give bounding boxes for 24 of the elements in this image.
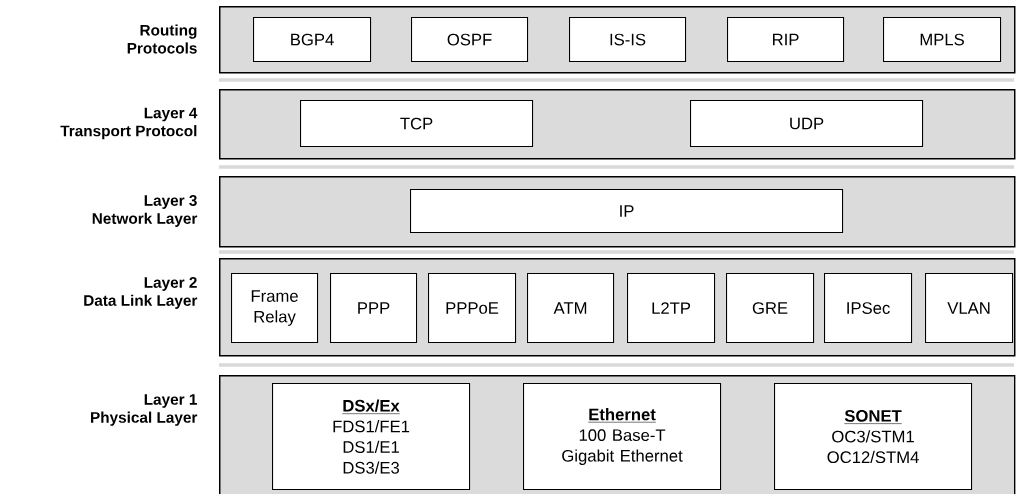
protocol-box: PPP bbox=[330, 273, 418, 344]
protocol-box: MPLS bbox=[883, 17, 1002, 63]
protocol-box: L2TP bbox=[627, 273, 716, 344]
protocol-box: DSx/Ex FDS1/FE1 DS1/E1 DS3/E3 bbox=[272, 383, 471, 491]
protocol-box: VLAN bbox=[925, 273, 1014, 344]
protocol-box: Frame Relay bbox=[231, 273, 319, 344]
layer-label: Routing Protocols bbox=[127, 24, 197, 54]
protocol-box: SONET OC3/STM1 OC12/STM4 bbox=[774, 383, 973, 491]
layer-label: Layer 1 Physical Layer bbox=[91, 394, 198, 426]
protocol-box: RIP bbox=[727, 17, 845, 63]
protocol-box: Ethernet 100 Base-T Gigabit Ethernet bbox=[523, 383, 722, 491]
layer-label: Layer 3 Network Layer bbox=[92, 195, 198, 227]
protocol-box: PPPoE bbox=[428, 273, 517, 344]
protocol-box: UDP bbox=[690, 100, 924, 148]
layer-label: Layer 4 Transport Protocol bbox=[60, 107, 198, 140]
protocol-box: OSPF bbox=[411, 17, 529, 63]
protocol-box: IP bbox=[410, 189, 844, 234]
protocol-box: IPSec bbox=[824, 273, 913, 344]
protocol-box: IS-IS bbox=[569, 17, 687, 63]
protocol-box: GRE bbox=[726, 273, 815, 344]
protocol-box: BGP4 bbox=[253, 17, 372, 63]
protocol-box: TCP bbox=[300, 100, 534, 148]
layer-label: Layer 2 Data Link Layer bbox=[84, 277, 198, 309]
protocol-box: ATM bbox=[527, 273, 615, 344]
